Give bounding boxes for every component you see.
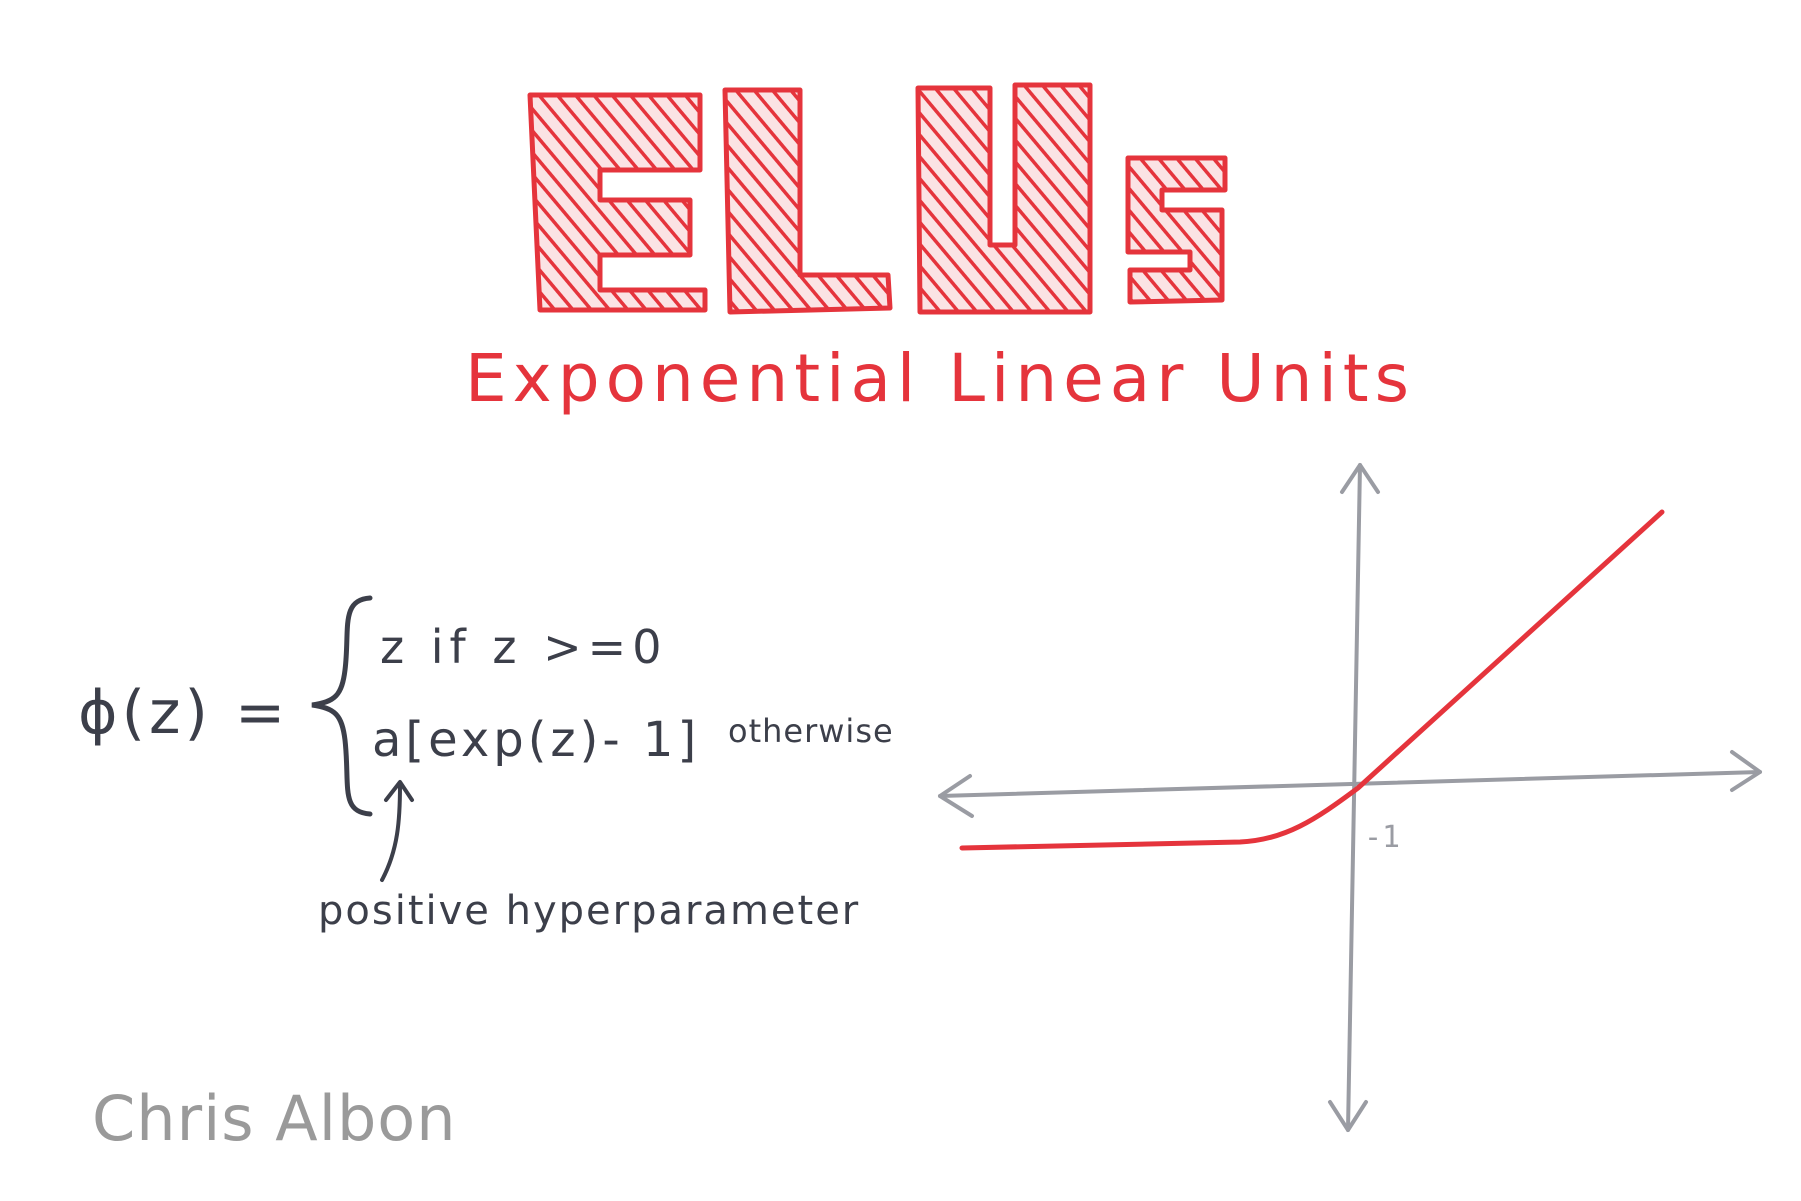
- formula-case-positive: z if z >=0: [380, 620, 668, 674]
- elu-plot: [938, 463, 1762, 1132]
- y-axis-down-arrow-icon: [1328, 1100, 1368, 1132]
- formula-case-otherwise: otherwise: [728, 712, 894, 750]
- author-signature: Chris Albon: [92, 1082, 457, 1155]
- elu-curve: [959, 509, 1665, 851]
- piecewise-brace: [311, 595, 373, 817]
- annotation-arrow-icon: [380, 780, 414, 882]
- y-tick-label: -1: [1364, 820, 1401, 855]
- y-axis-up-arrow-icon: [1340, 463, 1380, 494]
- annotation-text: positive hyperparameter: [318, 888, 861, 934]
- subtitle: Exponential Linear Units: [464, 340, 1416, 417]
- x-axis-right-arrow-icon: [1730, 750, 1762, 792]
- x-axis: [938, 770, 1762, 798]
- formula-case-negative: a[exp(z)- 1]: [372, 712, 701, 768]
- x-axis-left-arrow-icon: [938, 774, 974, 818]
- y-axis: [1346, 463, 1362, 1132]
- formula-lhs: ϕ(z) =: [78, 678, 290, 748]
